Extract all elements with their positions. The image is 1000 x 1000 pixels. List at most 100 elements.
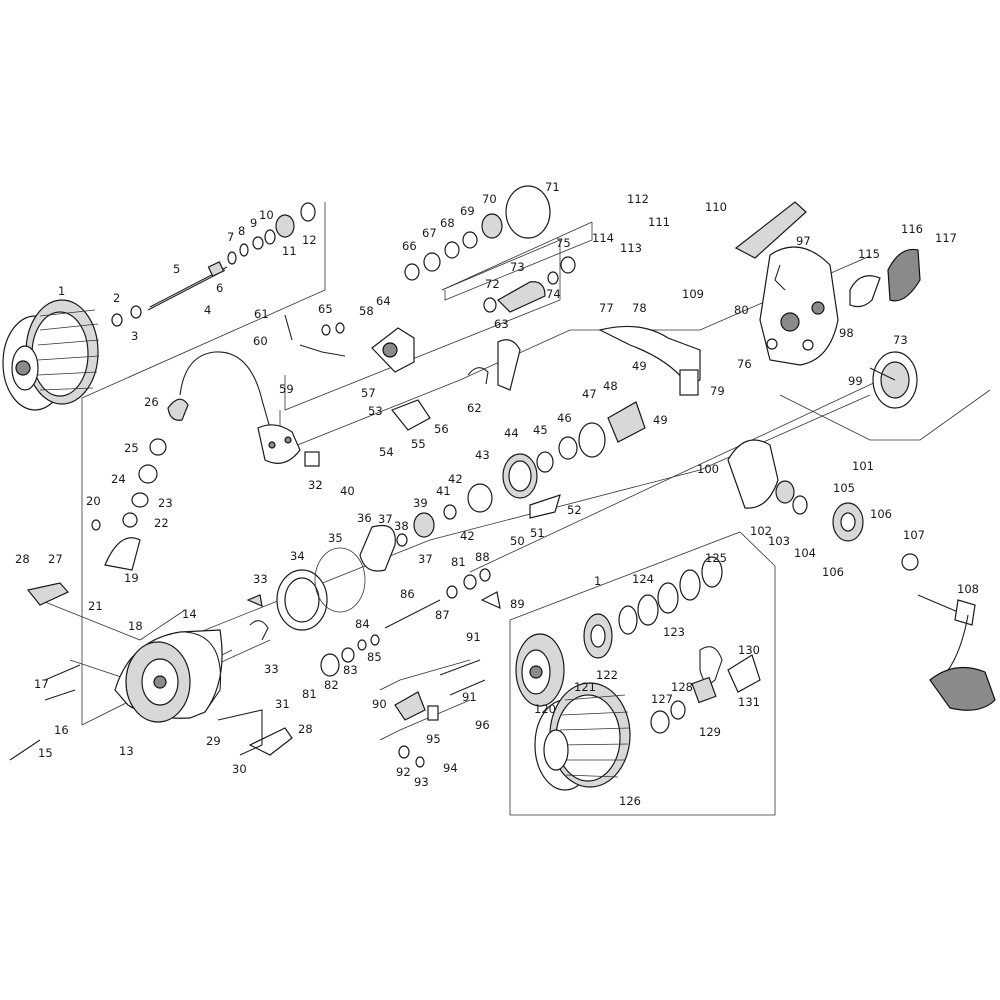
label-67: 67 [422,226,437,240]
label-117: 117 [935,231,957,245]
label-93: 93 [414,775,429,789]
label-91b: 91 [462,690,477,704]
label-51: 51 [530,526,545,540]
label-53: 53 [368,404,383,418]
label-69: 69 [460,204,475,218]
label-126: 126 [619,794,641,808]
label-34: 34 [290,549,305,563]
label-9: 9 [250,216,257,230]
label-85: 85 [367,650,382,664]
label-8: 8 [238,224,245,238]
label-17: 17 [34,677,49,691]
label-74: 74 [546,287,561,301]
bail-wire [167,351,301,464]
label-105: 105 [833,481,855,495]
rotor-parts [246,547,380,677]
label-100: 100 [697,462,719,476]
label-101: 101 [852,459,874,473]
body-cover [849,248,921,308]
label-2: 2 [113,291,120,305]
label-83: 83 [343,663,358,677]
label-71: 71 [545,180,560,194]
label-80: 80 [734,303,749,317]
label-125: 125 [705,551,727,565]
label-15: 15 [38,746,53,760]
label-26: 26 [144,395,159,409]
label-44: 44 [504,426,519,440]
label-120: 120 [534,702,556,716]
side-cover [727,439,919,571]
label-58: 58 [359,304,374,318]
label-7: 7 [227,230,234,244]
boundary-rotor-left [81,202,326,725]
label-49b: 49 [653,413,668,427]
spool-internals [583,556,761,734]
label-73a: 73 [510,260,525,274]
label-84: 84 [355,617,370,631]
label-95: 95 [426,732,441,746]
label-77: 77 [599,301,614,315]
label-66: 66 [402,239,417,253]
label-64: 64 [376,294,391,308]
label-54: 54 [379,445,394,459]
label-130: 130 [738,643,760,657]
reel-body [734,201,839,366]
label-78: 78 [632,301,647,315]
label-129: 129 [699,725,721,739]
label-1a: 1 [58,284,65,298]
label-94: 94 [443,761,458,775]
label-41: 41 [436,484,451,498]
label-122: 122 [596,668,618,682]
label-92: 92 [396,765,411,779]
label-33b: 33 [264,662,279,676]
label-10: 10 [259,208,274,222]
label-28b: 28 [298,722,313,736]
label-23: 23 [158,496,173,510]
pinion-shaft [384,568,501,629]
label-5: 5 [173,262,180,276]
label-13: 13 [119,744,134,758]
part-labels: 1 1 2 3 4 5 6 7 8 9 10 11 12 13 14 15 16… [15,180,979,808]
drag-knob [515,633,565,707]
label-11: 11 [282,244,297,258]
label-36: 36 [357,511,372,525]
label-49a: 49 [632,359,647,373]
label-50: 50 [510,534,525,548]
label-131: 131 [738,695,760,709]
label-110: 110 [705,200,727,214]
label-106b: 106 [822,565,844,579]
label-46: 46 [557,411,572,425]
pinion-parts [404,185,576,313]
mid-rings [359,401,646,572]
label-19: 19 [124,571,139,585]
label-59: 59 [279,382,294,396]
label-12: 12 [302,233,317,247]
label-45: 45 [533,423,548,437]
boundary-bail-arm [39,599,186,641]
oscillation-gear [394,659,486,768]
label-6: 6 [216,281,223,295]
label-21: 21 [88,599,103,613]
label-121: 121 [574,680,596,694]
label-62: 62 [467,401,482,415]
label-27: 27 [48,552,63,566]
label-81a: 81 [451,555,466,569]
label-33a: 33 [253,572,268,586]
label-88: 88 [475,550,490,564]
label-81b: 81 [302,687,317,701]
label-43: 43 [475,448,490,462]
label-42b: 42 [460,529,475,543]
label-128: 128 [671,680,693,694]
label-112: 112 [627,192,649,206]
boundary-oscillation-a [469,379,881,573]
label-106a: 106 [870,507,892,521]
label-22: 22 [154,516,169,530]
label-39: 39 [413,496,428,510]
label-61: 61 [254,307,269,321]
label-25: 25 [124,441,139,455]
boundary-gear-group [444,222,593,301]
label-28a: 28 [15,552,30,566]
label-57: 57 [361,386,376,400]
label-97: 97 [796,234,811,248]
